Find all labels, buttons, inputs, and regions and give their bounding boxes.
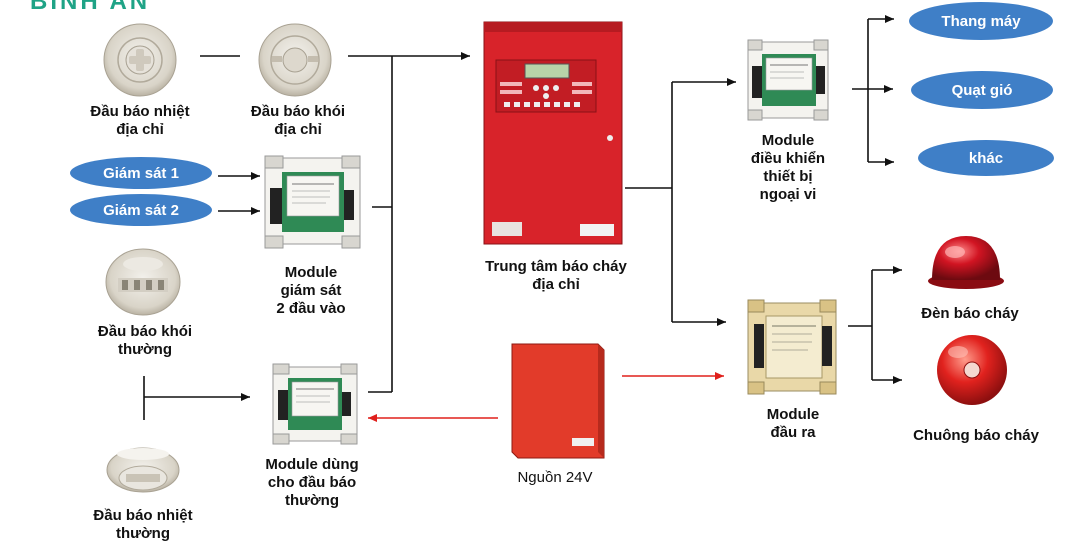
smoke-detector-addressable-icon <box>258 23 332 97</box>
label-line: Đầu báo khói <box>97 323 193 340</box>
smoke-detector-conventional-label: Đầu báo khói thường <box>75 323 215 359</box>
fire-bell-icon <box>937 335 1007 405</box>
label-line: Đầu báo nhiệt <box>90 103 190 120</box>
power-connectors <box>368 372 724 422</box>
label-line: giám sát <box>280 282 342 299</box>
label-line: địa chỉ <box>116 121 164 138</box>
heat-detector-addressable-icon <box>103 23 177 97</box>
output-module-icon <box>747 299 837 395</box>
conventional-module-icon <box>272 363 358 445</box>
smoke-detector-addressable-label: Đầu báo khói địa chỉ <box>228 103 368 139</box>
heat-detector-conventional-icon <box>106 447 180 493</box>
label-line: cho đầu báo <box>267 474 357 491</box>
label-line: Nguồn 24V <box>517 469 593 486</box>
label-line: Trung tâm báo cháy <box>485 258 627 275</box>
fan-pill: Quạt gió <box>911 71 1053 109</box>
label-line: ngoại vi <box>759 186 817 203</box>
label-line: địa chỉ <box>532 276 580 293</box>
label-line: thường <box>117 341 172 358</box>
label-line: Chuông báo cháy <box>913 427 1039 444</box>
monitor-module-label: Module giám sát 2 đầu vào <box>246 264 376 318</box>
elevator-pill: Thang máy <box>909 2 1053 40</box>
label-line: Module <box>284 264 338 281</box>
strobe-light-icon <box>928 236 1004 289</box>
fire-panel-label: Trung tâm báo cháy địa chỉ <box>468 258 644 294</box>
label-line: thường <box>284 492 339 509</box>
label-line: Module <box>766 406 820 423</box>
connectors <box>143 15 902 420</box>
label-line: thiết bị <box>763 168 813 185</box>
label-line: Đầu báo khói <box>250 103 346 120</box>
power-supply-label: Nguồn 24V <box>500 469 610 487</box>
bell-label: Chuông báo cháy <box>896 427 1056 445</box>
brand-logo: BINH AN <box>30 0 151 15</box>
heat-detector-conventional-label: Đầu báo nhiệt thường <box>68 507 218 543</box>
monitor-2-pill: Giám sát 2 <box>70 194 212 226</box>
power-supply-icon <box>511 343 605 459</box>
label-line: điều khiển <box>750 150 826 167</box>
other-pill: khác <box>918 140 1054 176</box>
label-line: 2 đầu vào <box>276 300 346 317</box>
label-line: thường <box>115 525 170 542</box>
smoke-detector-conventional-icon <box>105 248 181 316</box>
monitor-module-icon <box>264 155 361 249</box>
label-line: đầu ra <box>770 424 816 441</box>
label-line: địa chỉ <box>274 121 322 138</box>
heat-detector-addressable-label: Đầu báo nhiệt địa chỉ <box>70 103 210 139</box>
conventional-module-label: Module dùng cho đầu báo thường <box>244 456 380 510</box>
label-line: Module dùng <box>265 456 359 473</box>
label-line: Module <box>761 132 815 149</box>
monitor-1-pill: Giám sát 1 <box>70 157 212 189</box>
output-module-label: Module đầu ra <box>738 406 848 442</box>
fire-panel-icon <box>483 21 623 245</box>
control-module-label: Module điều khiển thiết bị ngoại vi <box>730 132 846 204</box>
control-module-icon <box>747 39 829 121</box>
label-line: Đèn báo cháy <box>921 305 1019 322</box>
label-line: Đầu báo nhiệt <box>93 507 193 524</box>
strobe-label: Đèn báo cháy <box>900 305 1040 323</box>
